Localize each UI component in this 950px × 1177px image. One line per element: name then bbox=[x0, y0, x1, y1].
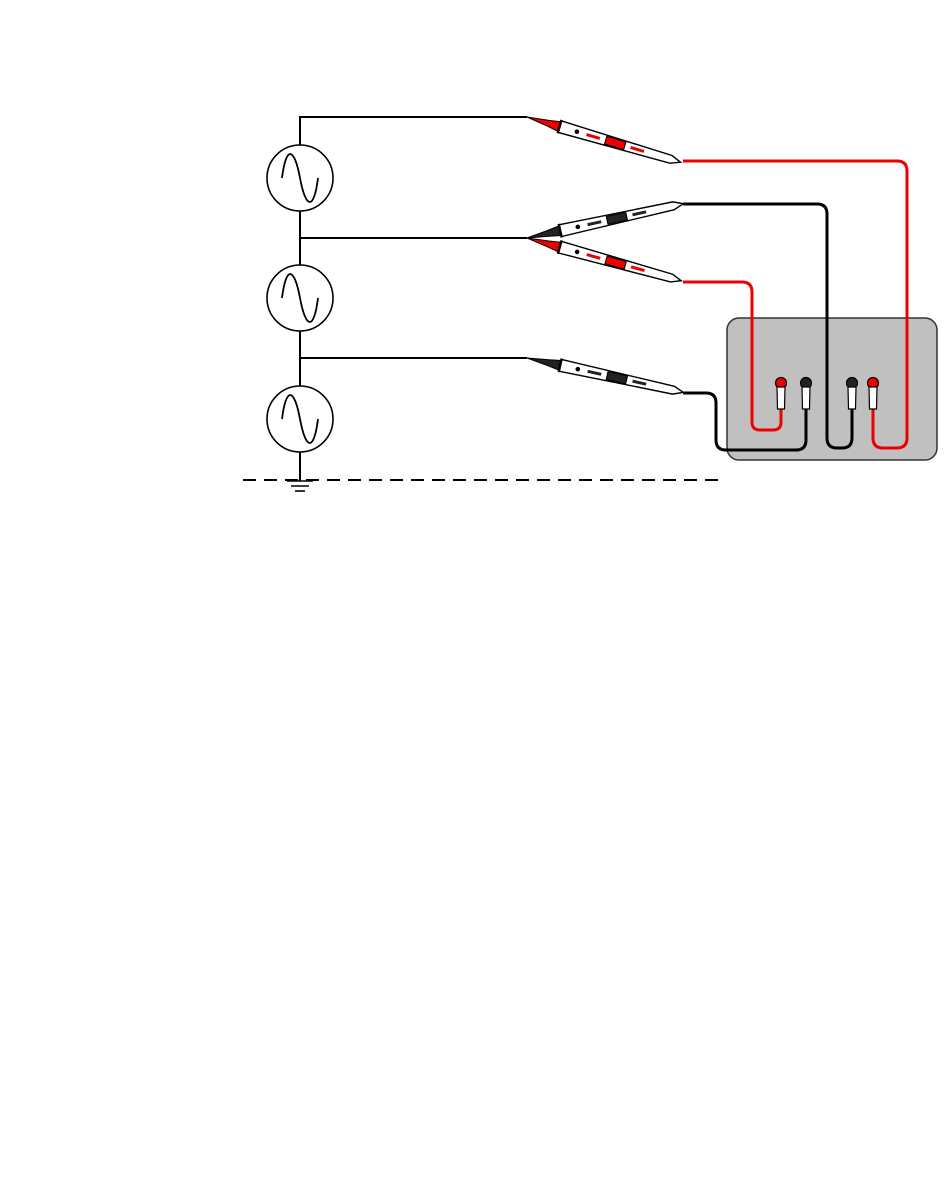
probe-black bbox=[525, 197, 684, 245]
ac-source-icon bbox=[267, 145, 333, 211]
jack-black bbox=[801, 378, 812, 410]
circuit-wiring bbox=[300, 117, 527, 481]
probe-red bbox=[525, 231, 683, 287]
probe-red bbox=[525, 110, 682, 169]
jack-black bbox=[847, 378, 858, 410]
ac-source-icon bbox=[267, 386, 333, 452]
ground-icon bbox=[287, 481, 313, 491]
ac-source-icon bbox=[267, 265, 333, 331]
jack-red bbox=[776, 378, 787, 410]
probe-black bbox=[525, 351, 684, 399]
jack-red bbox=[868, 378, 879, 410]
